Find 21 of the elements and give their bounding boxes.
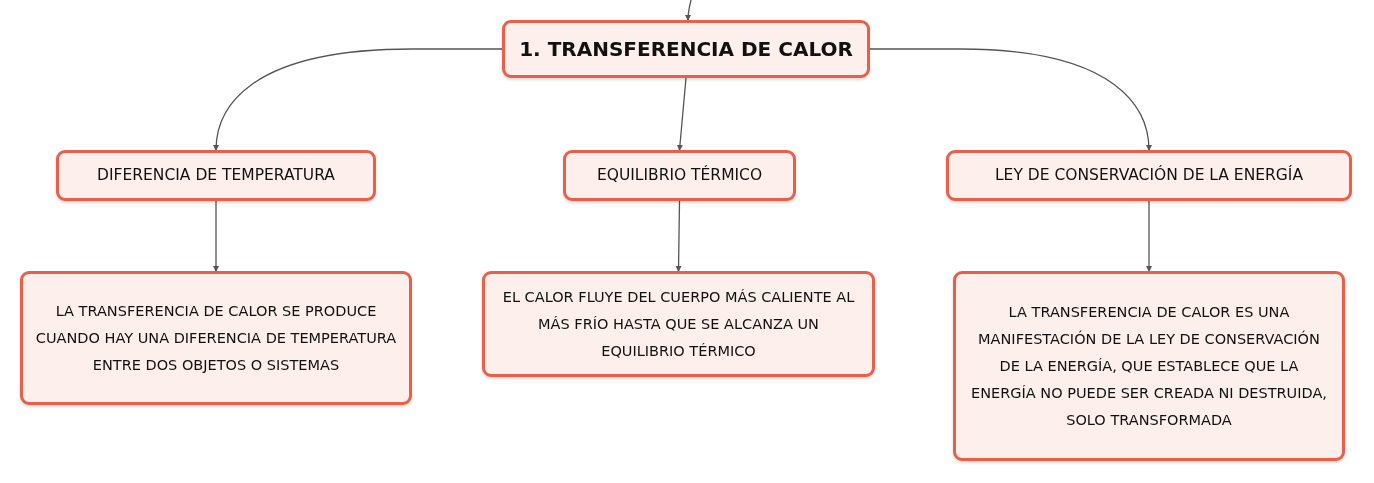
arrow xyxy=(685,0,692,21)
node-text: EQUILIBRIO TÉRMICO xyxy=(596,164,763,186)
arrow xyxy=(676,77,687,151)
arrow xyxy=(1146,200,1152,272)
topic-box xyxy=(502,20,870,78)
arrow xyxy=(213,200,219,272)
node-text: 1. TRANSFERENCIA DE CALOR xyxy=(519,35,853,63)
arrow xyxy=(213,48,503,151)
concept-box xyxy=(56,150,376,201)
concept-box xyxy=(563,150,796,201)
node-text: LEY DE CONSERVACIÓN DE LA ENERGÍA xyxy=(995,164,1303,186)
concept-box xyxy=(946,150,1352,201)
node-text: LA TRANSFERENCIA DE CALOR SE PRODUCE CUANDO HAY UNA DIFERENCIA DE TEMPERATURA ENTRE DOS OBJETOS O SISTEMAS xyxy=(34,301,398,375)
concept-box xyxy=(953,271,1345,461)
concept-box xyxy=(482,271,875,377)
arrow xyxy=(675,200,682,272)
node-text: DIFERENCIA DE TEMPERATURA xyxy=(97,165,335,186)
arrow xyxy=(869,48,1152,151)
node-text: LA TRANSFERENCIA DE CALOR ES UNA MANIFESTACIÓN DE LA LEY DE CONSERVACIÓN DE LA ENERGÍA, QUE ESTABLECE QUE LA ENERGÍA NO PUEDE SER CREADA NI DESTRUIDA, SOLO TRANSFORMADA xyxy=(970,302,1328,430)
node-text: EL CALOR FLUYE DEL CUERPO MÁS CALIENTE AL MÁS FRÍO HASTA QUE SE ALCANZA UN EQUILIBRIO TÉRMICO xyxy=(501,287,856,361)
concept-box xyxy=(20,271,412,405)
